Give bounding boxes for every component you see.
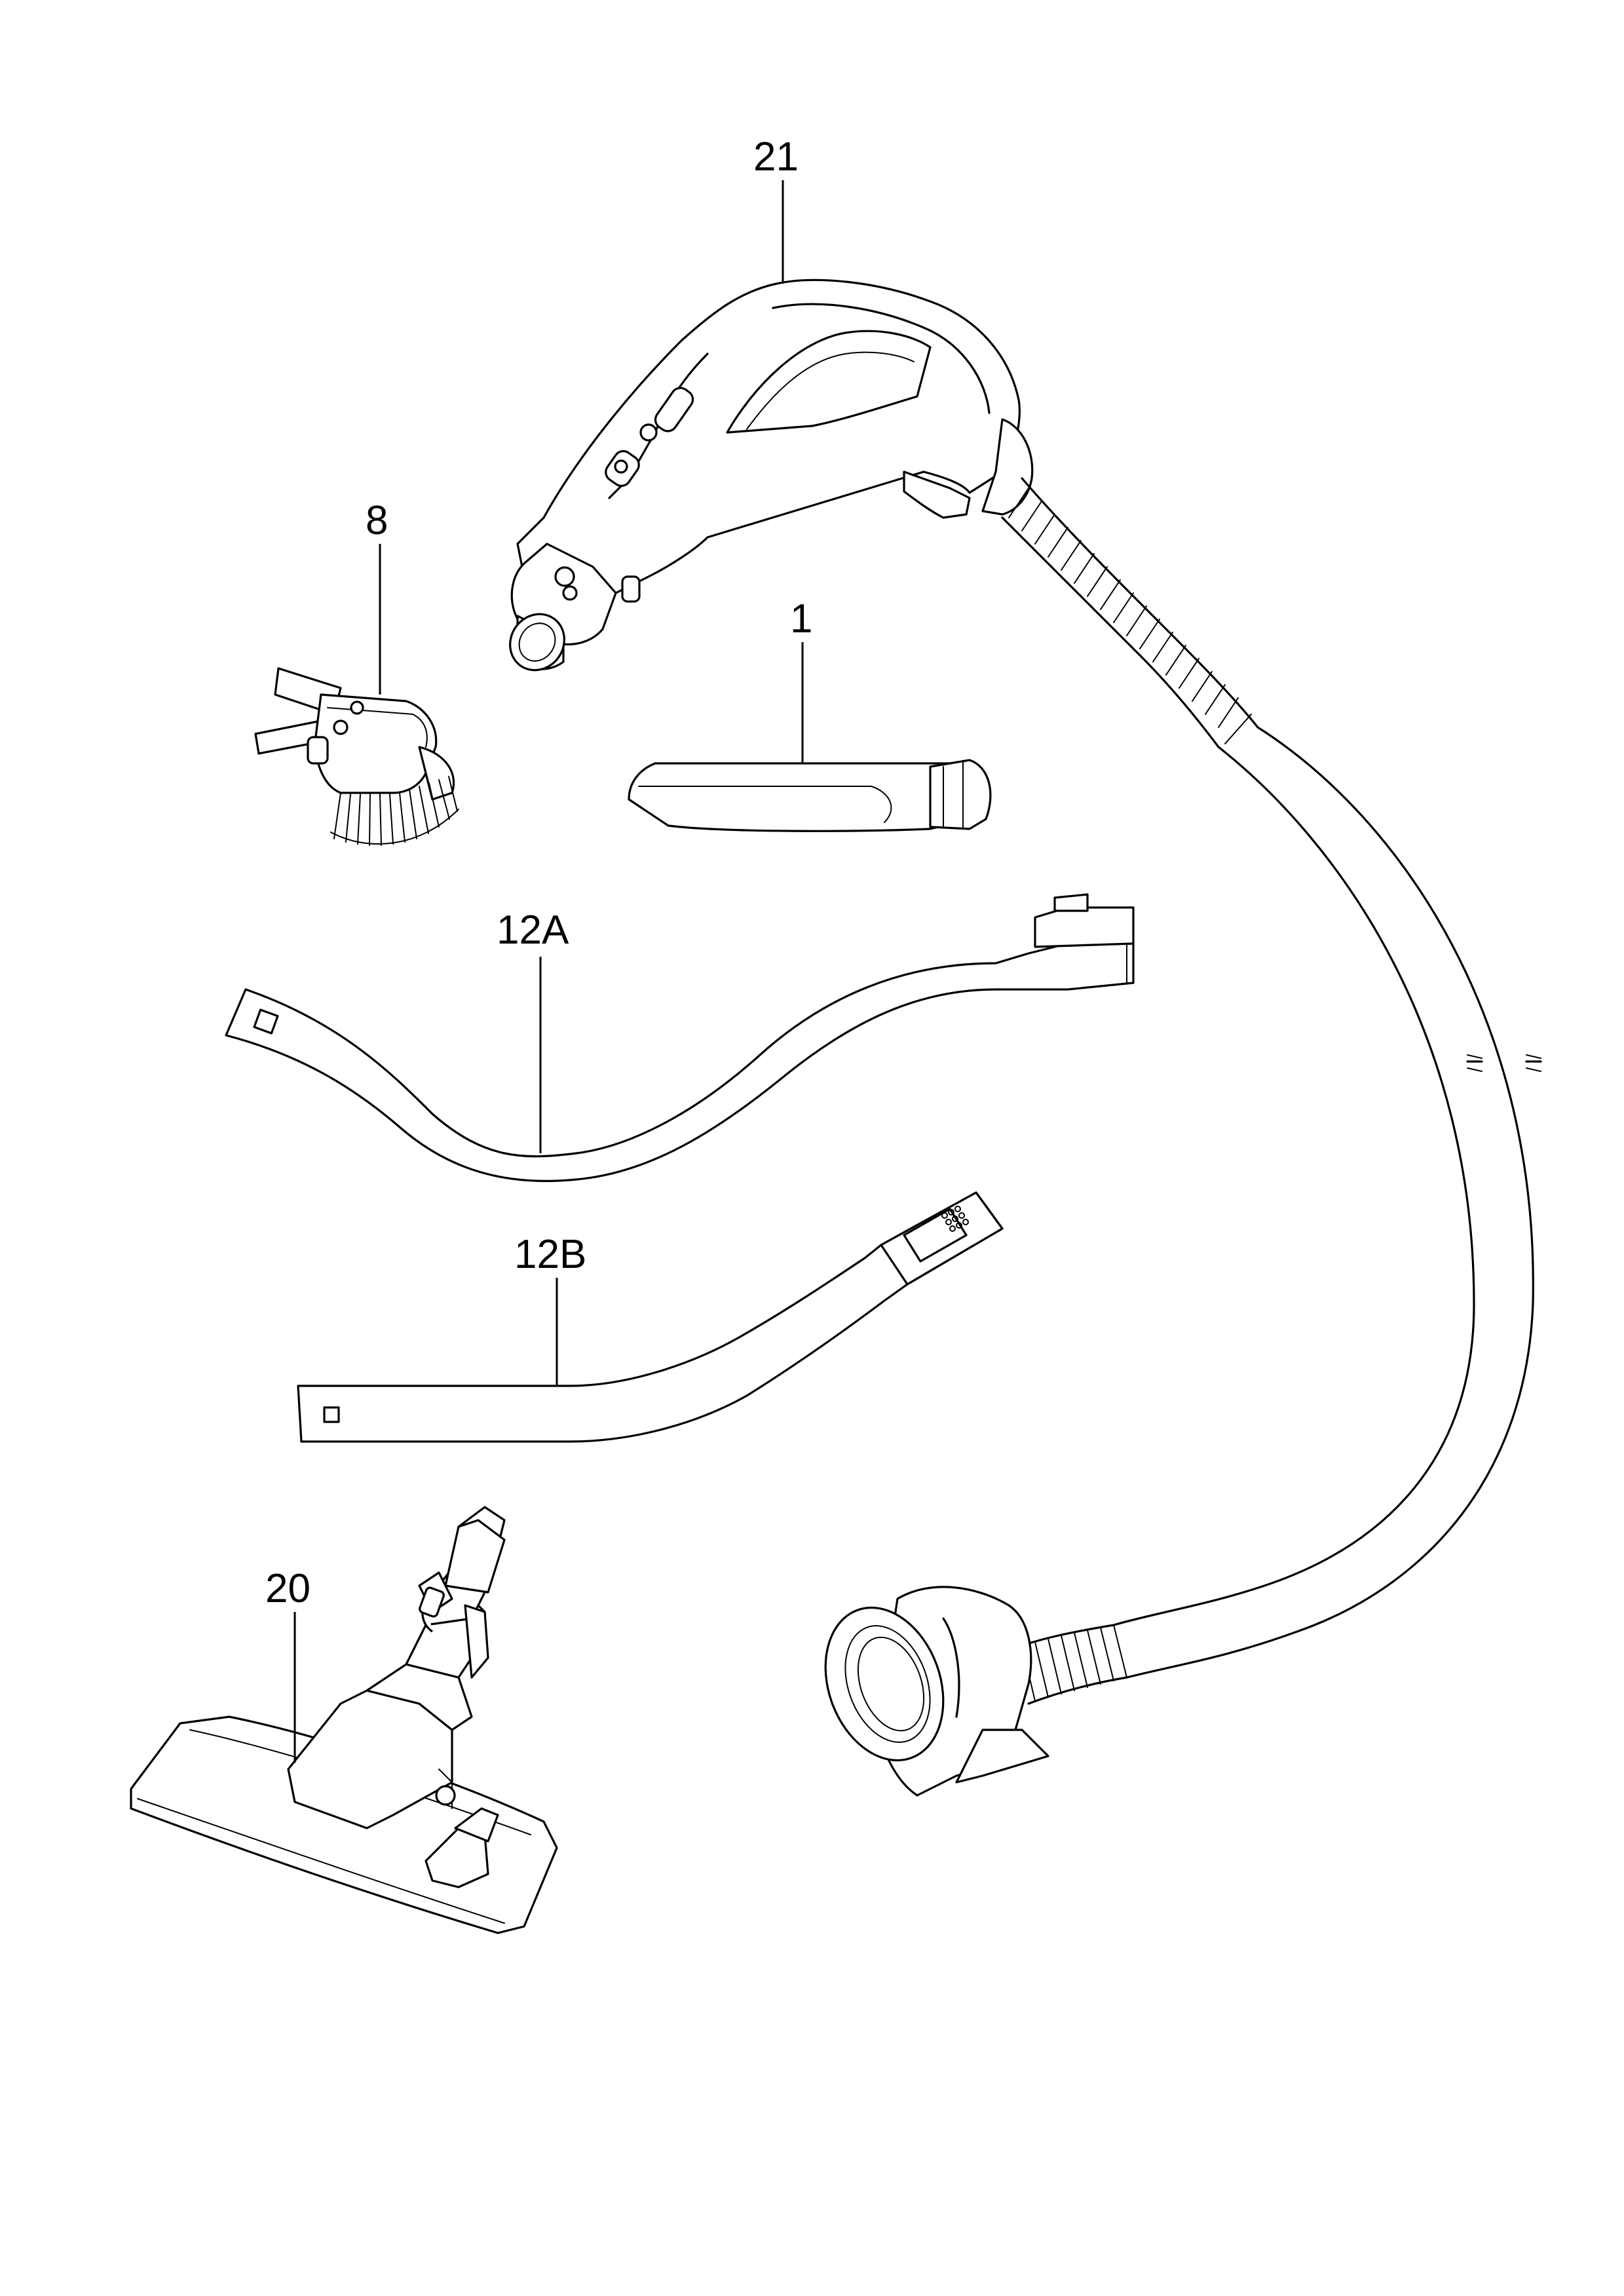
part-21-hose-handle (509, 278, 1542, 1797)
part-12a-tube (225, 893, 1135, 1183)
label-20: 20 (265, 1566, 311, 1611)
brush-bristles (330, 776, 459, 846)
label-8: 8 (366, 498, 388, 543)
part-12b-tube (297, 1191, 1004, 1443)
hose-ribs-lower (1021, 1624, 1127, 1702)
part-8-brush-nozzle (254, 667, 459, 846)
part-20-floor-nozzle (130, 1506, 558, 1934)
leader-lines (293, 180, 804, 1763)
tube-b-grille (941, 1206, 969, 1232)
label-12a: 12A (497, 908, 569, 953)
label-12b: 12B (514, 1232, 586, 1277)
part-labels: 21 8 1 12A 12B 20 (265, 134, 812, 1611)
part-1-crevice-tool (628, 759, 992, 832)
hose-ribs-upper (1008, 488, 1252, 744)
label-21: 21 (753, 134, 799, 180)
label-1: 1 (790, 596, 812, 641)
